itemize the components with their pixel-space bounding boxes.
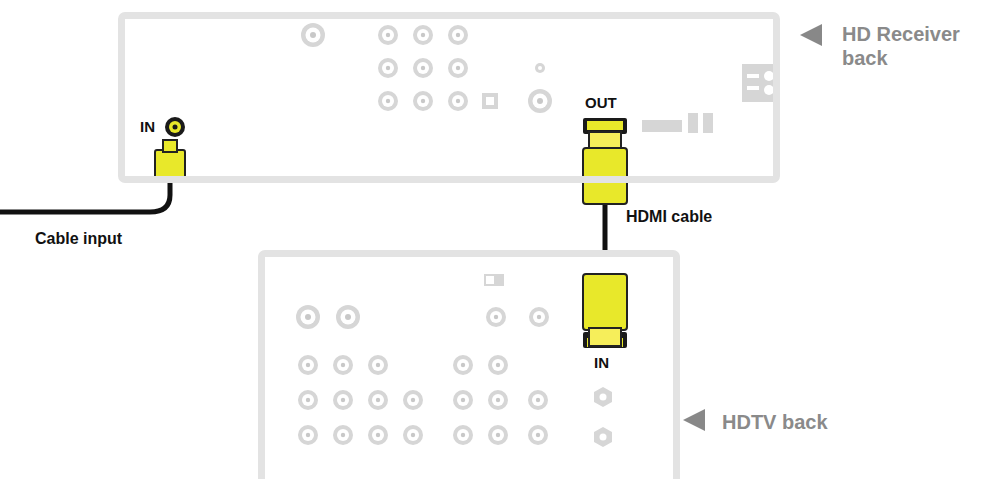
panel-heading: HD Receiver back <box>842 22 992 70</box>
panel-heading: HDTV back <box>722 410 922 434</box>
cable-label: HDMI cable <box>626 208 712 226</box>
port-label: IN <box>594 354 609 371</box>
tv-panel: HDTV backIN <box>258 250 680 479</box>
port-label: OUT <box>585 94 617 111</box>
cable-input-label: Cable input <box>35 230 122 248</box>
receiver-panel: HD Receiver backINOUT <box>118 12 780 183</box>
port-label: IN <box>140 118 155 135</box>
